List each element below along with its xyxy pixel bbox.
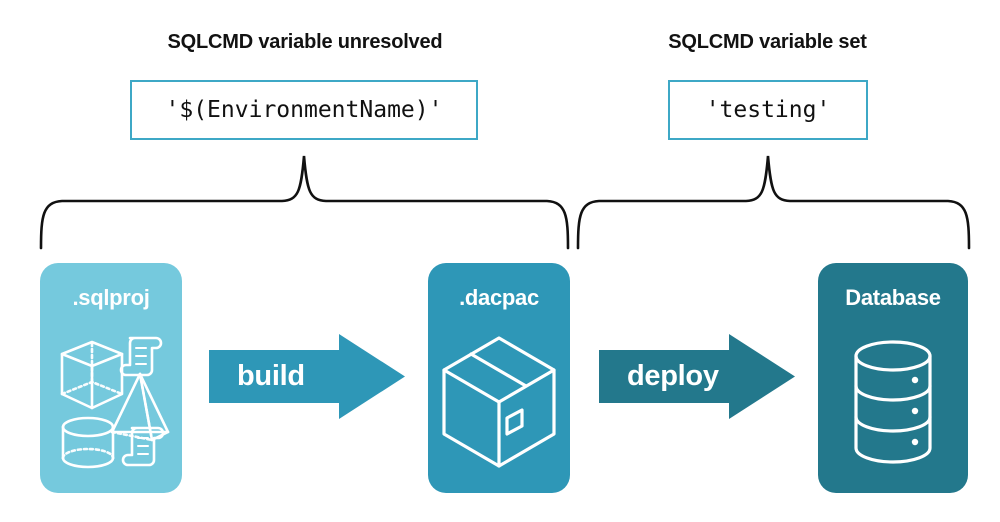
- script-scroll-icon-bottom: [121, 426, 165, 467]
- node-dacpac-label: .dacpac: [459, 285, 539, 310]
- section-heading-unresolved: SQLCMD variable unresolved: [167, 31, 443, 53]
- cylinder-icon: [61, 416, 115, 469]
- arrow-right-icon: [209, 334, 405, 419]
- arrow-deploy: deploy: [599, 334, 795, 419]
- node-sqlproj: .sqlproj: [40, 263, 182, 493]
- node-database: Database: [818, 263, 968, 493]
- sql-objects-icon: [40, 311, 182, 493]
- arrow-right-icon: [599, 334, 795, 419]
- section-heading-set: SQLCMD variable set: [668, 31, 867, 53]
- database-cylinder-icon: [818, 311, 968, 493]
- variable-value-unresolved: '$(EnvironmentName)': [130, 80, 478, 140]
- package-box-icon: [428, 311, 570, 493]
- cube-icon: [60, 340, 124, 410]
- script-scroll-icon-top: [119, 336, 163, 377]
- node-sqlproj-label: .sqlproj: [72, 285, 150, 310]
- brace-group: [39, 155, 971, 250]
- node-database-label: Database: [845, 285, 941, 310]
- brace-deploy-span: [576, 155, 971, 250]
- pyramid-icon: [110, 372, 170, 442]
- brace-build-span: [39, 155, 570, 250]
- arrow-build: build: [209, 334, 405, 419]
- variable-value-set: 'testing': [668, 80, 868, 140]
- node-dacpac: .dacpac: [428, 263, 570, 493]
